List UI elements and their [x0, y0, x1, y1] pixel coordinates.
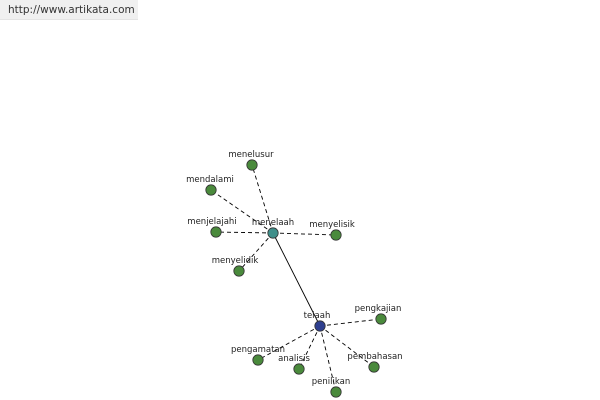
label-menelaah[interactable]: menelaah	[252, 218, 294, 228]
edge-menelaah-menyelisik	[272, 232, 337, 236]
node-penilikan[interactable]	[330, 386, 342, 398]
edge-telaah-pengkajian	[319, 318, 382, 327]
nodes	[205, 159, 387, 398]
node-menelaah[interactable]	[267, 227, 279, 239]
label-mendalami[interactable]: mendalami	[186, 175, 234, 185]
node-pembahasan[interactable]	[368, 361, 380, 373]
node-telaah[interactable]	[314, 320, 326, 332]
node-mendalami[interactable]	[205, 184, 217, 196]
label-pembahasan[interactable]: pembahasan	[347, 352, 402, 362]
node-menjelajahi[interactable]	[210, 226, 222, 238]
edges	[210, 164, 382, 393]
edge-menelaah-menyelidik	[238, 232, 274, 272]
edge-menelaah-menjelajahi	[215, 231, 274, 234]
edge-menelaah-menelusur	[251, 164, 274, 234]
label-analisis[interactable]: analisis	[278, 354, 310, 364]
site-url[interactable]: http://www.artikata.com	[8, 4, 135, 16]
node-menelusur[interactable]	[246, 159, 258, 171]
url-bar: http://www.artikata.com	[0, 0, 138, 20]
label-menjelajahi[interactable]: menjelajahi	[187, 217, 236, 227]
label-telaah[interactable]: telaah	[304, 311, 331, 321]
edge-menelaah-mendalami	[210, 189, 274, 234]
node-pengamatan[interactable]	[252, 354, 264, 366]
edge-menelaah-telaah	[272, 232, 321, 327]
edge-telaah-pengamatan	[257, 325, 321, 361]
edge-telaah-pembahasan	[319, 325, 375, 368]
node-analisis[interactable]	[293, 363, 305, 375]
label-menyelisik[interactable]: menyelisik	[309, 220, 355, 230]
label-menelusur[interactable]: menelusur	[228, 150, 274, 160]
label-menyelidik[interactable]: menyelidik	[212, 256, 259, 266]
edge-telaah-analisis	[298, 325, 321, 370]
label-penilikan[interactable]: penilikan	[312, 377, 350, 387]
node-pengkajian[interactable]	[375, 313, 387, 325]
label-pengamatan[interactable]: pengamatan	[231, 345, 285, 355]
labels: menelusur mendalami menjelajahi menyelisik m…	[186, 150, 402, 387]
node-menyelisik[interactable]	[330, 229, 342, 241]
node-menyelidik[interactable]	[233, 265, 245, 277]
label-pengkajian[interactable]: pengkajian	[355, 304, 402, 314]
edge-telaah-penilikan	[319, 325, 337, 393]
